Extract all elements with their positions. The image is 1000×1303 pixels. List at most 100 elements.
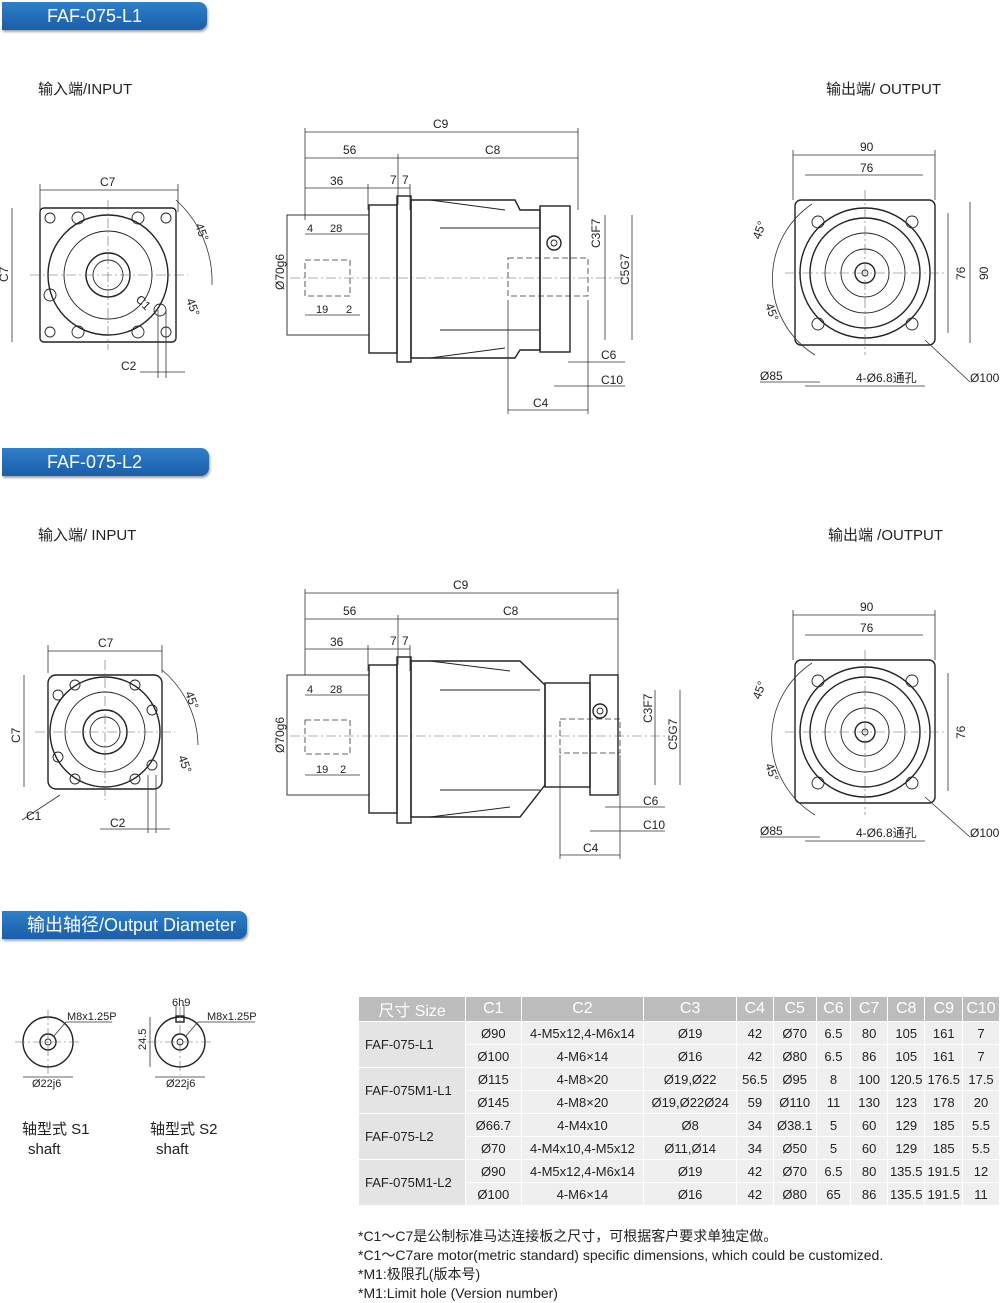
l1-dim-c1: C1 <box>133 292 154 313</box>
cell-c6: 5 <box>815 1113 852 1137</box>
l1-out-dim-90-top: 90 <box>860 140 874 154</box>
shaft-s2-thread: M8x1.25P <box>207 1011 257 1023</box>
l2-out-dim-d100: Ø100 <box>970 826 1000 840</box>
l1-dim-28: 28 <box>330 223 342 235</box>
cell-c3: Ø19 <box>643 1159 737 1183</box>
header-c6: C6 <box>815 996 852 1022</box>
header-c1: C1 <box>465 996 522 1022</box>
l2-dim-56: 56 <box>343 604 357 618</box>
l1-dim-d70: Ø70g6 <box>273 254 287 290</box>
cell-c4: 34 <box>735 1136 774 1160</box>
l2-dim-c10: C10 <box>643 818 665 832</box>
l1-dim-c3: C3F7 <box>589 218 603 248</box>
section-banner-l2: FAF-075-L2 <box>2 448 209 476</box>
cell-c1: Ø100 <box>465 1044 522 1068</box>
cell-c2: 4-M8×20 <box>520 1090 645 1114</box>
model-cell: FAF-075M1-L1 <box>357 1067 467 1114</box>
model-cell: FAF-075M1-L2 <box>357 1159 467 1206</box>
cell-c3: Ø19 <box>643 1021 737 1045</box>
l1-out-dim-90-side: 90 <box>977 266 991 280</box>
l1-out-angle-45-lower: 45° <box>762 301 781 323</box>
cell-c4: 42 <box>735 1021 774 1045</box>
cell-c9: 191.5 <box>924 1182 964 1206</box>
cell-c9: 176.5 <box>924 1067 964 1091</box>
cell-c3: Ø19,Ø22 <box>643 1067 737 1091</box>
l1-dim-c10: C10 <box>601 373 623 387</box>
cell-c1: Ø66.7 <box>465 1113 522 1137</box>
cell-c7: 130 <box>850 1090 888 1114</box>
l1-dim-c5: C5G7 <box>618 253 632 285</box>
cell-c2: 4-M4x10,4-M5x12 <box>520 1136 645 1160</box>
cell-c4: 34 <box>735 1113 774 1137</box>
table-row: FAF-075M1-L1 Ø115 4-M8×20 Ø19,Ø22 56.5 Ø… <box>357 1067 1000 1114</box>
section-title-output-diameter: 输出轴径/Output Diameter <box>27 915 237 935</box>
l2-dim-28: 28 <box>330 684 342 696</box>
cell-c8: 105 <box>886 1044 926 1068</box>
cell-c5: Ø80 <box>772 1044 817 1068</box>
l1-out-dim-d100: Ø100 <box>970 371 1000 385</box>
shaft-s1-label-cn: 轴型式 S1 <box>22 1121 90 1138</box>
cell-c5: Ø110 <box>772 1090 817 1114</box>
l1-output-view: 90 76 90 76 45° 45° Ø85 4-Ø6.8通孔 Ø100 <box>750 140 1000 387</box>
cell-c3: Ø19,Ø22Ø24 <box>643 1090 737 1114</box>
l2-dim-d70: Ø70g6 <box>273 717 287 753</box>
l1-dim-c7-side: C7 <box>0 266 11 282</box>
cell-c10: 7 <box>962 1044 1000 1068</box>
cell-c10: 7 <box>962 1021 1000 1045</box>
cell-c8: 135.5 <box>886 1182 926 1206</box>
cell-c8: 120.5 <box>886 1067 926 1091</box>
section-banner-l1: FAF-075-L1 <box>2 2 207 30</box>
cell-c1: Ø115 <box>465 1067 522 1091</box>
l1-input-label: 输入端/INPUT <box>38 81 133 98</box>
header-c10: C10 <box>962 996 1000 1022</box>
header-c5: C5 <box>772 996 817 1022</box>
cell-c2: 4-M6×14 <box>520 1044 645 1068</box>
cell-c9: 161 <box>924 1021 964 1045</box>
cell-c5: Ø50 <box>772 1136 817 1160</box>
spec-table-header-row: 尺寸 Size C1 C2 C3 C4 C5 C6 C7 C8 C9 C10 <box>357 996 1000 1022</box>
l1-dim-36: 36 <box>330 174 344 188</box>
cell-c7: 100 <box>850 1067 888 1091</box>
shaft-s2-drawing: 6h9 24.5 M8x1.25P Ø22j6 <box>137 997 257 1090</box>
l1-dim-c2: C2 <box>121 359 137 373</box>
cell-c10: 12 <box>962 1159 1000 1183</box>
l2-dim-c7-side: C7 <box>9 727 23 743</box>
shaft-s1-thread: M8x1.25P <box>67 1011 117 1023</box>
cell-c2: 4-M5x12,4-M6x14 <box>520 1159 645 1183</box>
header-c8: C8 <box>886 996 926 1022</box>
l1-dim-2: 2 <box>346 304 352 316</box>
l2-dim-19: 19 <box>316 764 328 776</box>
section-banner-output-diameter: 输出轴径/Output Diameter <box>2 911 247 939</box>
l1-dim-c9: C9 <box>433 117 449 131</box>
shaft-s1-diameter: Ø22j6 <box>32 1078 61 1090</box>
cell-c4: 42 <box>735 1159 774 1183</box>
l2-out-dim-76-side: 76 <box>954 725 968 739</box>
table-row: Ø70 4-M4x10,4-M5x12 Ø11,Ø14 34 Ø50 5 60 … <box>359 1136 1000 1160</box>
cell-c10: 11 <box>962 1182 1000 1206</box>
cell-c2: 4-M6×14 <box>520 1182 645 1206</box>
l2-dim-c8: C8 <box>503 604 519 618</box>
shaft-s1-drawing: M8x1.25P Ø22j6 <box>15 1010 117 1090</box>
l1-dim-c8: C8 <box>485 143 501 157</box>
shaft-s2-height: 24.5 <box>137 1029 149 1050</box>
cell-c10: 17.5 <box>962 1067 1000 1091</box>
l1-output-label: 输出端/ OUTPUT <box>826 81 941 98</box>
shaft-s2-label: 轴型式 S2 shaft <box>150 1120 218 1160</box>
l1-out-holes: 4-Ø6.8通孔 <box>856 371 917 385</box>
cell-c8: 105 <box>886 1021 926 1045</box>
spec-table: 尺寸 Size C1 C2 C3 C4 C5 C6 C7 C8 C9 C10 F… <box>357 996 1000 1206</box>
l2-input-view: C7 C7 45° 45° C1 C2 <box>9 636 202 833</box>
l2-out-angle-45-lower: 45° <box>762 761 781 783</box>
cell-c4: 42 <box>735 1182 774 1206</box>
l2-technical-drawing: C7 C7 45° 45° C1 C2 C9 56 C8 36 7 7 <box>9 578 1000 859</box>
l2-dim-c1: C1 <box>26 809 42 823</box>
table-row: FAF-075-L2 Ø66.7 4-M4x10 Ø8 34 Ø38.1 5 6… <box>357 1113 1000 1160</box>
l1-dim-7b: 7 <box>402 173 409 187</box>
note-line: *M1:Limit hole (Version number) <box>358 1285 558 1301</box>
l2-input-label: 输入端/ INPUT <box>38 527 137 544</box>
l2-output-label: 输出端 /OUTPUT <box>828 527 943 544</box>
cell-c7: 86 <box>850 1182 888 1206</box>
l1-angle-45-upper: 45° <box>192 221 211 243</box>
table-row: FAF-075M1-L2 Ø90 4-M5x12,4-M6x14 Ø19 42 … <box>357 1159 1000 1206</box>
l1-dim-4: 4 <box>307 223 313 235</box>
